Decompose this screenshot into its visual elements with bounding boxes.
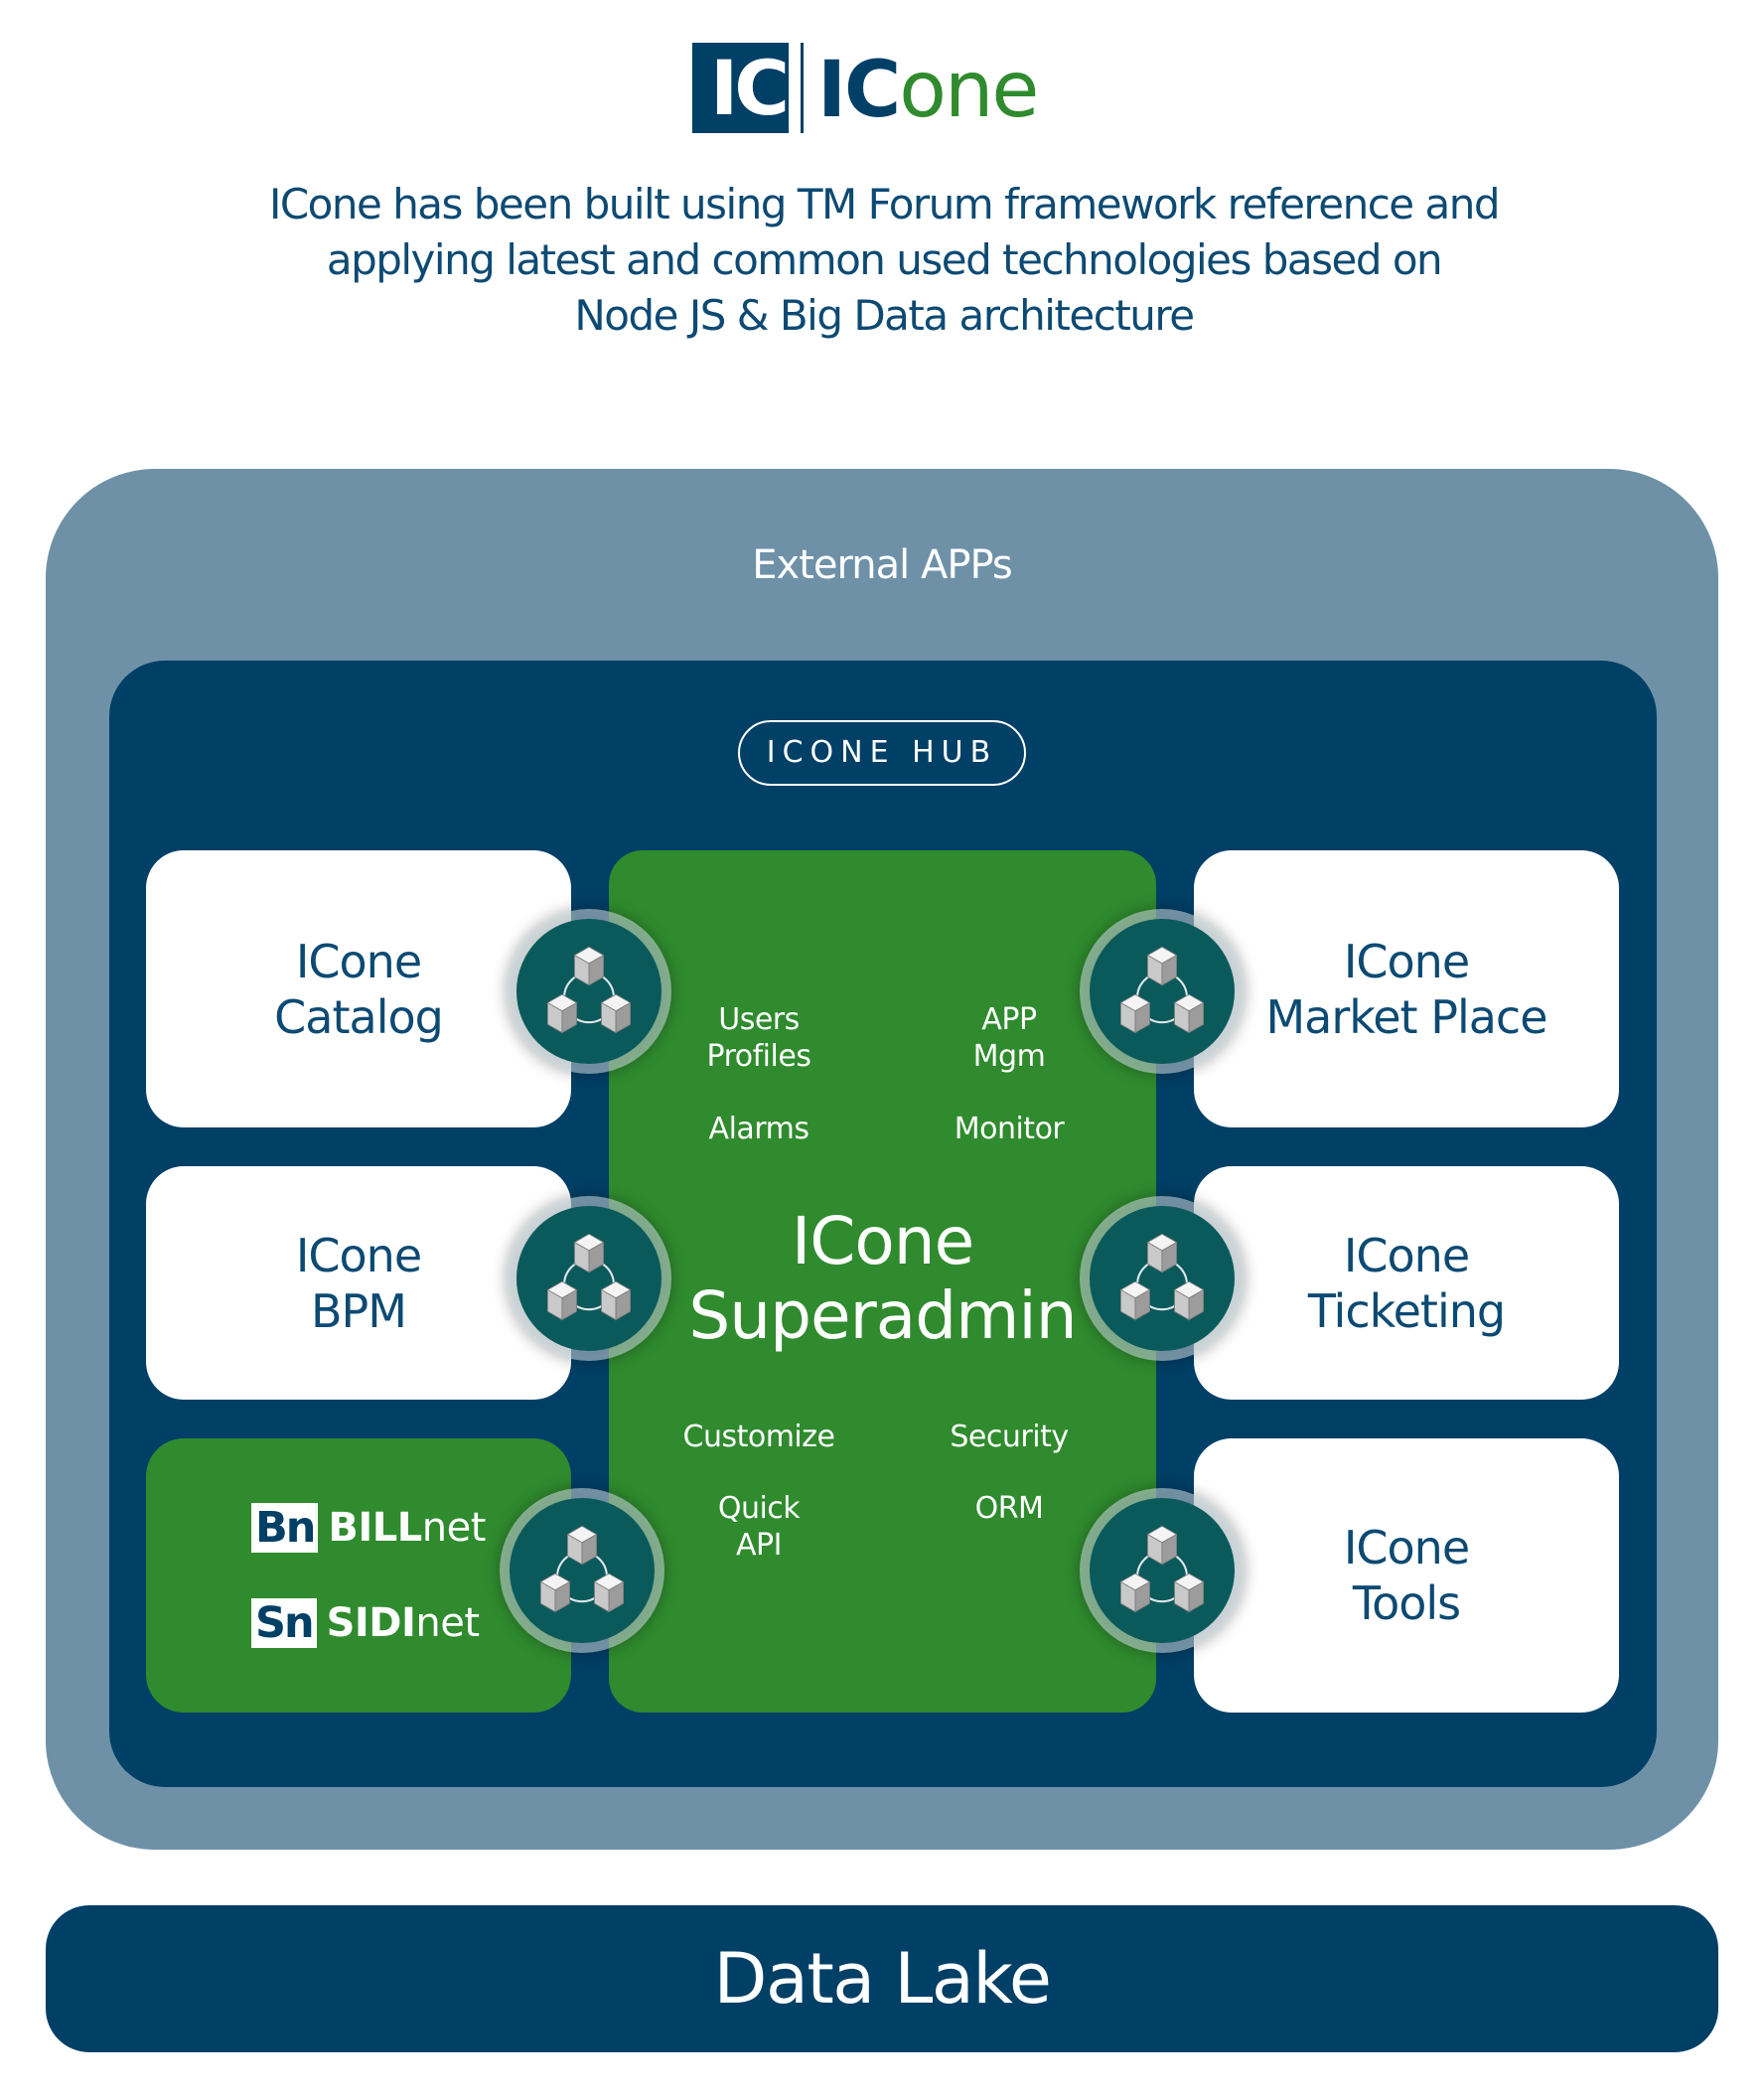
module-name: ICone [295,934,422,988]
feature-quick-api: Quick API [640,1490,878,1564]
icone-hub-label: ICONE HUB [738,720,1026,786]
title-line: Superadmin [688,1277,1077,1354]
feature-customize: Customize [682,1420,835,1454]
sidinet-logo: Sn SIDInet [251,1595,486,1651]
external-apps-label: External APPs [752,542,1012,588]
sidinet-badge: Sn [251,1598,317,1648]
feature-app-mgm: APP Mgm [890,1001,1128,1075]
module-name: ICone [295,1228,422,1282]
superadmin-title: ICone Superadmin [609,1204,1156,1353]
module-subname: BPM [311,1283,407,1338]
intro-text: ICone has been built using TM Forum fram… [179,177,1589,344]
module-market-place: ICone Market Place [1194,850,1619,1127]
module-subname: Market Place [1265,989,1547,1044]
logo-badge: IC [692,43,804,133]
logo-wordmark: ICone [817,46,1039,135]
connector-node-catalog [516,919,662,1064]
module-partners: Bn BILLnet Sn SIDInet [146,1438,571,1713]
title-line: ICone [791,1203,974,1279]
sidinet-name: SIDInet [326,1600,480,1646]
module-subname: Ticketing [1307,1283,1506,1338]
module-name: ICone [1343,1521,1470,1574]
intro-line: applying latest and common used technolo… [326,235,1443,284]
cubes-network-icon [546,1233,632,1321]
connector-node-market-place [1090,919,1235,1064]
module-name: ICone [1343,934,1470,988]
cubes-network-icon [1119,1233,1205,1321]
feature-alarms: Alarms [708,1112,809,1146]
module-subname: Tools [1352,1576,1461,1630]
module-tools: ICone Tools [1194,1438,1619,1713]
connector-node-tools [1090,1498,1235,1643]
module-bpm: ICone BPM [146,1166,571,1400]
module-name: ICone [1343,1228,1470,1282]
feature-security: Security [950,1420,1069,1454]
feature-orm: ORM [974,1491,1044,1526]
feature-monitor: Monitor [954,1112,1065,1146]
cubes-network-icon [1119,1525,1205,1613]
module-subname: Catalog [274,989,444,1044]
feature-line: Quick [717,1491,801,1526]
connector-node-bpm [516,1206,662,1351]
module-ticketing: ICone Ticketing [1194,1166,1619,1400]
connector-node-ticketing [1090,1206,1235,1351]
feature-users-profiles: Users Profiles [640,1001,878,1075]
feature-line: APP [981,1002,1037,1037]
superadmin-panel [609,850,1156,1713]
intro-line: Node JS & Big Data architecture [574,291,1195,340]
billnet-name: BILLnet [328,1505,486,1551]
cubes-network-icon [546,946,632,1034]
feature-line: Mgm [972,1039,1046,1074]
feature-line: API [736,1528,782,1563]
module-catalog: ICone Catalog [146,850,571,1127]
cubes-network-icon [1119,946,1205,1034]
intro-line: ICone has been built using TM Forum fram… [268,180,1501,228]
feature-line: Profiles [706,1039,811,1074]
logo-separator [789,43,801,133]
feature-line: Users [718,1002,800,1037]
billnet-badge: Bn [251,1503,319,1553]
billnet-logo: Bn BILLnet [251,1500,486,1556]
connector-node-partners [510,1498,655,1643]
cubes-network-icon [539,1525,625,1613]
data-lake-bar: Data Lake [46,1905,1718,2052]
